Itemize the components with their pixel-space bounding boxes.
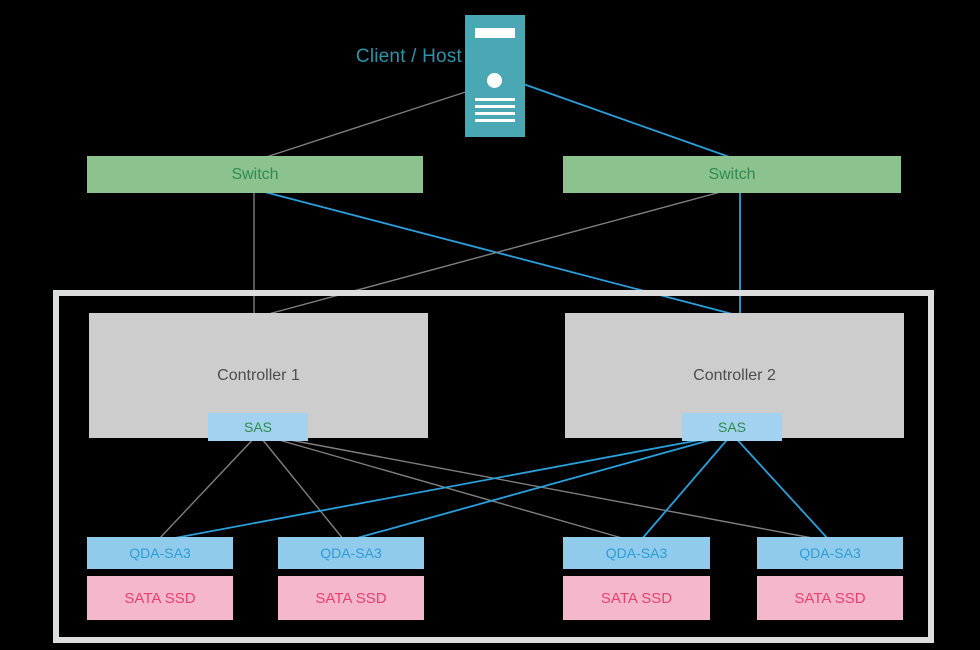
connection-sas-2-qda-3 [640, 433, 733, 541]
sata-ssd-3-box: SATA SSD [563, 576, 710, 620]
connection-client-switch-1 [256, 83, 491, 161]
connection-sas-2-qda-2 [349, 433, 733, 541]
switch-1-box: Switch [87, 156, 423, 193]
server-bay-icon [475, 28, 515, 38]
sata-ssd-4-label: SATA SSD [794, 589, 866, 607]
qda-adapter-3-label: QDA-SA3 [605, 545, 668, 561]
qda-adapter-1-box: QDA-SA3 [87, 537, 233, 569]
switch-2-label: Switch [708, 165, 756, 183]
server-vent-line-icon [475, 98, 515, 101]
connection-sas-2-qda-4 [731, 433, 830, 541]
controller-2-label: Controller 2 [693, 366, 776, 384]
server-vent-line-icon [475, 112, 515, 115]
connection-sas-2-qda-1 [163, 433, 733, 541]
qda-adapter-3-box: QDA-SA3 [563, 537, 710, 569]
connection-client-switch-2 [511, 79, 739, 161]
storage-enclosure-frame [53, 290, 934, 643]
sata-ssd-2-box: SATA SSD [278, 576, 424, 620]
sata-ssd-3-label: SATA SSD [600, 589, 673, 607]
qda-adapter-1-label: QDA-SA3 [129, 545, 191, 561]
switch-2-box: Switch [563, 156, 901, 193]
sata-ssd-1-label: SATA SSD [124, 589, 196, 607]
sata-ssd-4-box: SATA SSD [757, 576, 903, 620]
server-vent-line-icon [475, 105, 515, 108]
qda-adapter-2-box: QDA-SA3 [278, 537, 424, 569]
connection-sas-1-qda-2 [257, 433, 345, 541]
server-tower-icon [465, 15, 525, 137]
qda-adapter-4-box: QDA-SA3 [757, 537, 903, 569]
sata-ssd-2-label: SATA SSD [315, 589, 387, 607]
sas-1-label: SAS [243, 419, 272, 435]
connection-sas-1-qda-1 [157, 433, 259, 541]
qda-adapter-2-label: QDA-SA3 [320, 545, 382, 561]
sata-ssd-1-box: SATA SSD [87, 576, 233, 620]
server-vent-line-icon [475, 119, 515, 122]
controller-2-sas-port: SAS [682, 413, 782, 441]
sas-2-label: SAS [717, 419, 746, 435]
controller-1-label: Controller 1 [217, 366, 300, 384]
controller-1-sas-port: SAS [208, 413, 308, 441]
client-host-label: Client / Host [355, 46, 462, 67]
qda-adapter-4-label: QDA-SA3 [799, 545, 861, 561]
switch-1-label: Switch [231, 165, 279, 183]
server-power-button-icon [487, 73, 502, 88]
